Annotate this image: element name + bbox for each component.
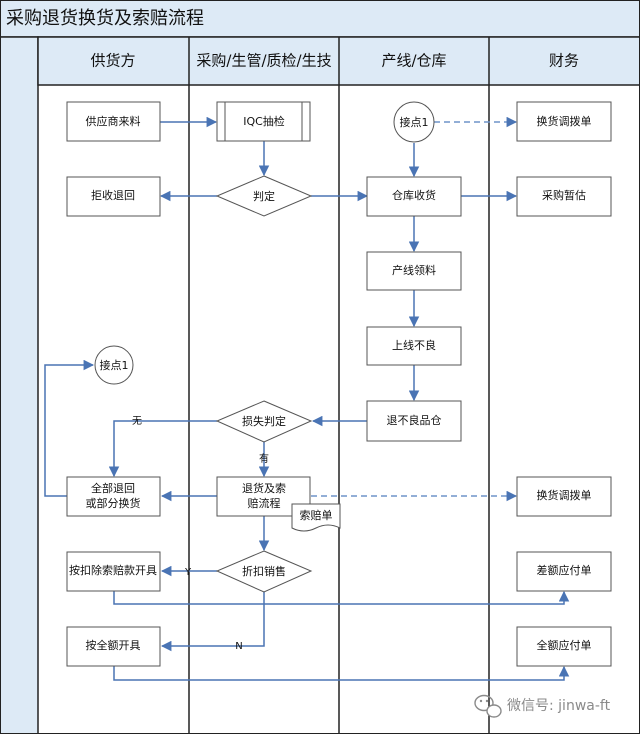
node-reject-return	[66, 176, 161, 217]
node-full-payable-label: 全额应付单	[537, 638, 592, 652]
node-judge	[215, 175, 313, 217]
lane-header-production: 产线/仓库	[381, 52, 446, 70]
lane-header-purchasing: 采购/生管/质检/生技	[196, 52, 331, 70]
left-margin	[0, 36, 39, 734]
edge-full-invoice-to-full-payable	[113, 665, 570, 681]
node-full-return-label-1: 全部退回	[91, 481, 135, 495]
node-warehouse-receive-label: 仓库收货	[392, 188, 436, 202]
node-deduct-invoice	[66, 551, 161, 592]
node-return-defect-store-label: 退不良品仓	[387, 413, 442, 427]
node-judge-label: 判定	[253, 189, 275, 203]
wechat-icon	[474, 694, 502, 718]
node-deduct-invoice-label: 按扣除索赔款开具	[69, 563, 157, 577]
node-reject-return-label: 拒收退回	[91, 188, 135, 202]
node-loss-judge-label: 损失判定	[242, 414, 286, 428]
node-supplier-material	[66, 101, 161, 142]
node-full-invoice-label: 按全额开具	[86, 638, 141, 652]
node-swap-transfer-mid	[516, 476, 612, 517]
node-supplier-material-label: 供应商来料	[86, 114, 141, 128]
node-claim-process-label-2: 赔流程	[248, 496, 281, 510]
node-claim-doc-label: 索赔单	[300, 508, 333, 522]
lane-header-finance: 财务	[549, 52, 579, 70]
edge-discount-n-to-full-invoice	[160, 592, 265, 652]
watermark: 微信号: jinwa-ft	[474, 694, 611, 718]
node-swap-transfer-top-label: 换货调拨单	[537, 114, 592, 128]
node-diff-payable-label: 差额应付单	[537, 563, 592, 577]
watermark-text: 微信号: jinwa-ft	[507, 698, 611, 714]
node-claim-process-label-1: 退货及索	[242, 481, 286, 495]
node-connector-top	[393, 101, 435, 143]
node-full-invoice	[66, 626, 161, 667]
edge-label-yes: 有	[259, 452, 269, 465]
node-line-pick	[366, 251, 462, 291]
edge-label-none: 无	[132, 416, 142, 427]
edge-full-return-to-connector	[44, 359, 95, 497]
node-full-return	[66, 476, 161, 517]
node-full-payable	[516, 626, 612, 667]
node-connector-left-label: 接点1	[100, 359, 129, 372]
node-line-defect	[366, 326, 462, 366]
node-swap-transfer-top	[516, 101, 612, 142]
node-loss-judge	[215, 400, 313, 443]
node-discount-sale-label: 折扣销售	[242, 564, 286, 578]
node-return-defect-store	[366, 400, 462, 442]
node-diff-payable	[516, 551, 612, 592]
edge-loss-none-to-full-return	[108, 420, 217, 478]
node-purchase-estimate-label: 采购暂估	[542, 188, 586, 202]
node-line-pick-label: 产线领料	[392, 263, 436, 277]
node-connector-top-label: 接点1	[400, 116, 429, 129]
node-line-defect-label: 上线不良	[392, 338, 436, 352]
edge-label-n: N	[235, 641, 242, 652]
node-swap-transfer-mid-label: 换货调拨单	[537, 488, 592, 502]
edge-deduct-to-diff-payable	[113, 590, 570, 605]
node-full-return-label-2: 或部分换货	[86, 496, 141, 510]
node-discount-sale	[215, 550, 313, 593]
edge-label-y: Y	[184, 567, 192, 578]
node-connector-left	[94, 345, 134, 385]
node-claim-doc	[291, 503, 341, 532]
node-iqc	[216, 101, 311, 142]
diagram-title: 采购退货换货及索赔流程	[6, 8, 204, 29]
node-purchase-estimate	[516, 176, 612, 217]
lane-header-supplier: 供货方	[90, 52, 135, 70]
node-warehouse-receive	[366, 176, 462, 217]
node-iqc-label: IQC抽检	[243, 114, 285, 128]
